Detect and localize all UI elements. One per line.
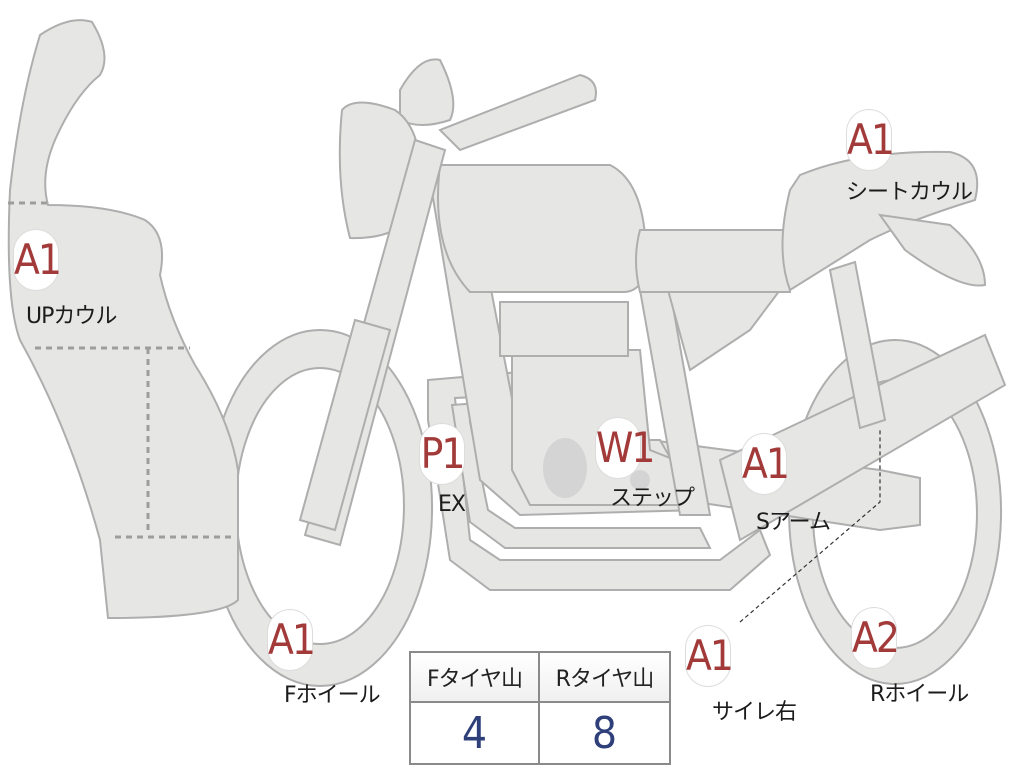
engine-cover — [543, 438, 587, 498]
exhaust-label: EX — [438, 492, 466, 517]
silencer-right-label: サイレ右 — [712, 700, 797, 725]
front-wheel-shape — [207, 329, 434, 687]
rear-wheel-label: Rホイール — [870, 682, 969, 707]
front-wheel-code-badge: A1 — [268, 610, 316, 670]
rear-tread-value: 8 — [591, 707, 618, 759]
rear-tread-header: Rタイヤ山 — [540, 653, 669, 703]
seat-cowl-tail — [877, 213, 987, 287]
up-cowl-code-badge: A1 — [14, 230, 62, 290]
silencer-leader-line — [739, 430, 881, 623]
cylinder-head — [499, 301, 629, 357]
swing-arm-code-badge: A1 — [742, 434, 790, 494]
seat-cowl-code-badge: A1 — [847, 110, 895, 170]
exhaust-code-badge: P1 — [420, 424, 465, 484]
step-label: ステップ — [610, 486, 695, 511]
step-code-badge: W1 — [596, 418, 655, 478]
silencer-shape — [718, 333, 1007, 542]
handlebar — [438, 73, 597, 152]
seat — [635, 229, 792, 293]
front-wheel-label: Fホイール — [284, 683, 381, 708]
front-tread-value: 4 — [411, 703, 540, 763]
rear-wheel-code-badge: A2 — [852, 608, 900, 668]
fork-lower — [298, 318, 392, 532]
rear-strut — [828, 260, 887, 430]
mirror — [399, 58, 455, 126]
upper-cowl-shape — [7, 19, 239, 620]
swing-arm-label: Sアーム — [756, 510, 831, 535]
tire-tread-table: Fタイヤ山 Rタイヤ山 4 8 — [409, 651, 671, 765]
front-tread-header: Fタイヤ山 — [411, 653, 540, 703]
side-cover — [666, 289, 782, 372]
up-cowl-label: UPカウル — [26, 304, 117, 329]
seat-cowl-label: シートカウル — [846, 180, 973, 205]
step-peg-left — [630, 470, 650, 490]
silencer-right-code-badge: A1 — [686, 626, 734, 686]
fuel-tank — [437, 164, 648, 293]
